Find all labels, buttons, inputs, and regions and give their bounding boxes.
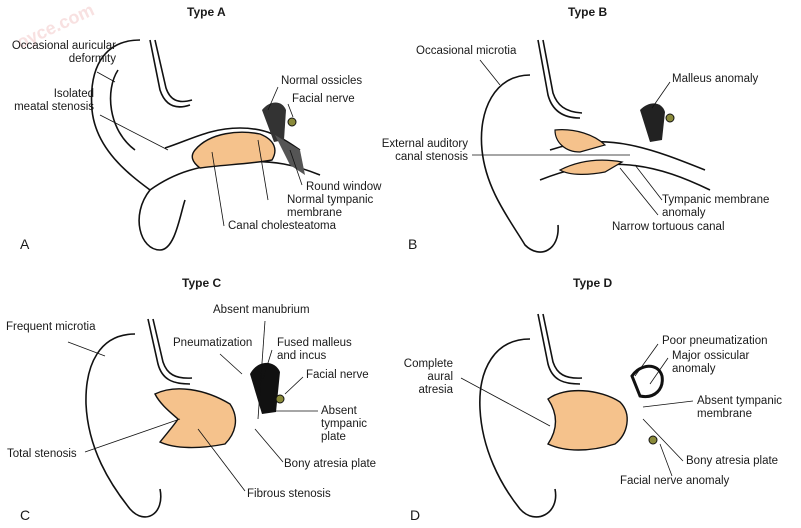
label-normal-tympanic-membrane: Normal tympanic membrane <box>287 194 374 219</box>
canal-cholesteatoma-fill <box>191 131 276 169</box>
panel-letter-a: A <box>20 236 30 252</box>
ossicles-fused <box>250 362 280 414</box>
narrow-canal-fill <box>554 129 607 153</box>
panel-type-a: Type A Occasional auricular deformity Is… <box>0 0 400 264</box>
auricle-outline <box>479 338 557 518</box>
label-round-window: Round window <box>306 181 382 193</box>
fibrous-stenosis-fill <box>154 388 237 449</box>
narrow-canal-fill-2 <box>558 159 624 175</box>
skin-tract <box>149 39 191 108</box>
label-absent-manubrium: Absent manubrium <box>213 304 310 316</box>
label-total-stenosis: Total stenosis <box>7 448 77 460</box>
label-isolated-meatal-stenosis: Isolated meatal stenosis <box>14 88 94 113</box>
panel-type-d: Type D Complete aural atresia Poor pneum… <box>400 264 800 528</box>
panel-title-a: Type A <box>187 5 226 19</box>
auricle-outline <box>480 74 559 253</box>
label-fused-malleus-incus: Fused malleus and incus <box>277 337 352 362</box>
auricle-inner <box>109 69 136 151</box>
complete-atresia-fill <box>546 389 628 451</box>
facial-nerve-dot <box>275 394 285 404</box>
panel-letter-c: C <box>20 507 31 523</box>
panel-title-b: Type B <box>568 5 608 19</box>
label-normal-ossicles: Normal ossicles <box>281 75 363 87</box>
panel-title-d: Type D <box>573 276 613 290</box>
ear-illustration-d <box>460 313 694 518</box>
auricle-outline <box>90 39 186 251</box>
facial-nerve-dot <box>648 435 658 445</box>
label-tympanic-membrane-anomaly: Tympanic membrane anomaly <box>662 194 770 219</box>
label-facial-nerve-anomaly: Facial nerve anomaly <box>620 475 730 487</box>
label-facial-nerve-a: Facial nerve <box>292 93 355 105</box>
label-occasional-microtia: Occasional microtia <box>416 45 517 57</box>
label-canal-cholesteatoma: Canal cholesteatoma <box>228 220 337 232</box>
label-poor-pneumatization: Poor pneumatization <box>662 335 768 347</box>
label-external-auditory-canal-stenosis: External auditory canal stenosis <box>381 138 468 163</box>
label-absent-tympanic-membrane: Absent tympanic membrane <box>697 395 783 420</box>
canal-wall-upper <box>164 127 301 151</box>
label-malleus-anomaly: Malleus anomaly <box>672 73 759 85</box>
panel-type-c: Type C Frequent microtia Absent manubriu… <box>0 264 400 528</box>
panel-letter-b: B <box>408 236 418 252</box>
panel-letter-d: D <box>410 507 421 523</box>
label-narrow-tortuous-canal: Narrow tortuous canal <box>612 221 725 233</box>
ossicular-anomaly <box>630 364 664 399</box>
label-auricular-deformity: Occasional auricular deformity <box>11 40 116 65</box>
ossicles <box>262 102 286 142</box>
label-major-ossicular-anomaly: Major ossicular anomaly <box>672 350 750 375</box>
panel-title-c: Type C <box>182 276 222 290</box>
ear-illustration-a <box>90 39 321 251</box>
ear-illustration-c <box>67 318 318 518</box>
panel-type-b: Type B Occasional microtia Malleus anoma… <box>382 0 800 264</box>
ear-illustration-b <box>472 39 711 253</box>
label-fibrous-stenosis: Fibrous stenosis <box>247 488 331 500</box>
label-pneumatization: Pneumatization <box>173 337 253 349</box>
malleus <box>640 103 665 142</box>
label-complete-aural-atresia: Complete aural atresia <box>403 358 453 396</box>
label-bony-atresia-plate-d: Bony atresia plate <box>686 455 779 467</box>
label-absent-tympanic-plate: Absent tympanic plate <box>321 405 368 443</box>
label-bony-atresia-plate-c: Bony atresia plate <box>284 458 377 470</box>
facial-nerve-dot <box>287 117 297 127</box>
label-facial-nerve-c: Facial nerve <box>306 369 369 381</box>
facial-nerve-dot <box>665 113 675 123</box>
label-frequent-microtia: Frequent microtia <box>6 321 96 333</box>
auricle-outline <box>85 333 162 518</box>
